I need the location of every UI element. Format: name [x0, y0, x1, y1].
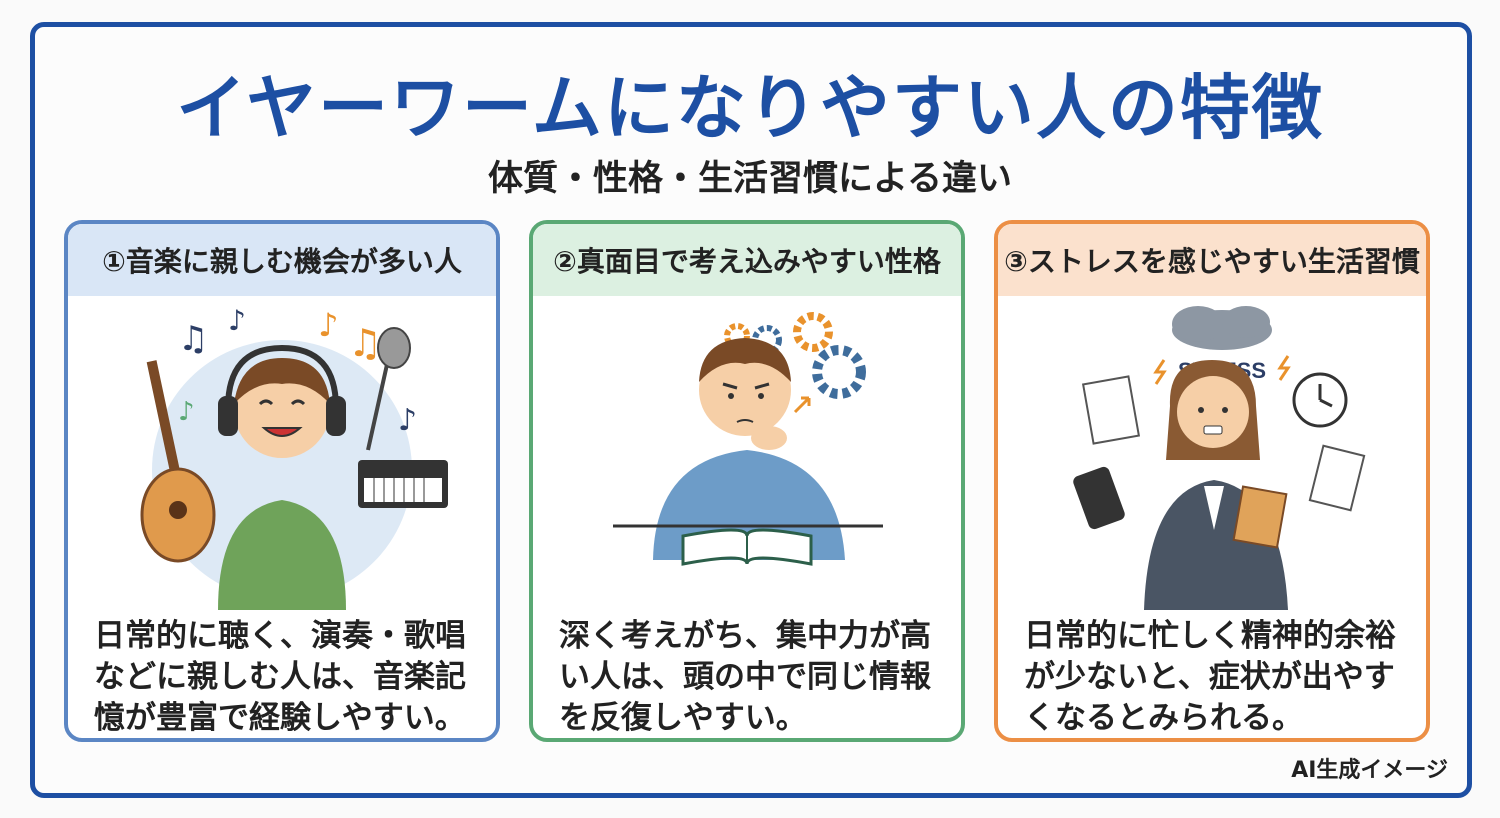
description-line: くなるとみられる。 [1024, 700, 1303, 736]
clock-icon [1292, 372, 1348, 428]
card-heading: ②真面目で考え込みやすい性格 [533, 224, 961, 296]
phone-icon [1073, 466, 1125, 530]
page-title: イヤーワームになりやすい人の特徴 [176, 67, 1324, 149]
card-stress: ③ストレスを感じやすい生活習慣 STRESS [994, 220, 1430, 742]
music-notes-icon: ♫ ♪ ♪ ♫ ♪ ♪ [178, 304, 417, 438]
description-line: い人は、頭の中で同じ情報 [559, 659, 931, 695]
description-line: 憶が豊富で経験しやすい。 [94, 700, 466, 736]
card-music: ①音楽に親しむ機会が多い人 [64, 220, 500, 742]
card-description: 日常的に忙しく精神的余裕 が少ないと、症状が出やす くなるとみられる。 [1024, 616, 1404, 738]
svg-text:♪: ♪ [318, 306, 338, 344]
svg-text:♪: ♪ [398, 403, 417, 438]
stressed-woman-illustration: STRESS [1073, 306, 1366, 610]
microphone-icon [366, 327, 411, 451]
description-line: 日常的に忙しく精神的余裕 [1024, 618, 1396, 654]
card-personality: ②真面目で考え込みやすい性格 深く考えがち、集中力が高 い人は、頭の中 [529, 220, 965, 742]
description-line: が少ないと、症状が出やす [1024, 659, 1395, 695]
description-line: を反復しやすい。 [559, 700, 807, 736]
document-icon [1081, 375, 1366, 512]
guitar-icon [140, 360, 216, 563]
keyboard-icon [358, 460, 448, 508]
card-description: 深く考えがち、集中力が高 い人は、頭の中で同じ情報 を反復しやすい。 [559, 616, 939, 738]
svg-text:♫: ♫ [348, 321, 382, 365]
thinking-man-illustration [613, 312, 883, 566]
svg-text:♫: ♫ [178, 319, 208, 359]
card-heading: ①音楽に親しむ機会が多い人 [68, 224, 496, 296]
svg-text:♪: ♪ [178, 397, 195, 427]
page-subtitle: 体質・性格・生活習慣による違い [488, 159, 1012, 199]
svg-text:♪: ♪ [228, 304, 246, 337]
ai-generated-credit: AI生成イメージ [1291, 758, 1448, 783]
storm-cloud-icon [1153, 306, 1291, 385]
person-icon [218, 344, 346, 610]
description-line: 日常的に聴く、演奏・歌唱 [94, 618, 466, 654]
card-heading: ③ストレスを感じやすい生活習慣 [998, 224, 1426, 296]
card-description: 日常的に聴く、演奏・歌唱 などに親しむ人は、音楽記 憶が豊富で経験しやすい。 [94, 616, 474, 738]
description-line: などに親しむ人は、音楽記 [94, 659, 466, 695]
book-icon [681, 528, 813, 566]
description-line: 深く考えがち、集中力が高 [559, 618, 931, 654]
music-person-illustration: ♫ ♪ ♪ ♫ ♪ ♪ [140, 304, 448, 610]
woman-icon [1144, 360, 1288, 610]
